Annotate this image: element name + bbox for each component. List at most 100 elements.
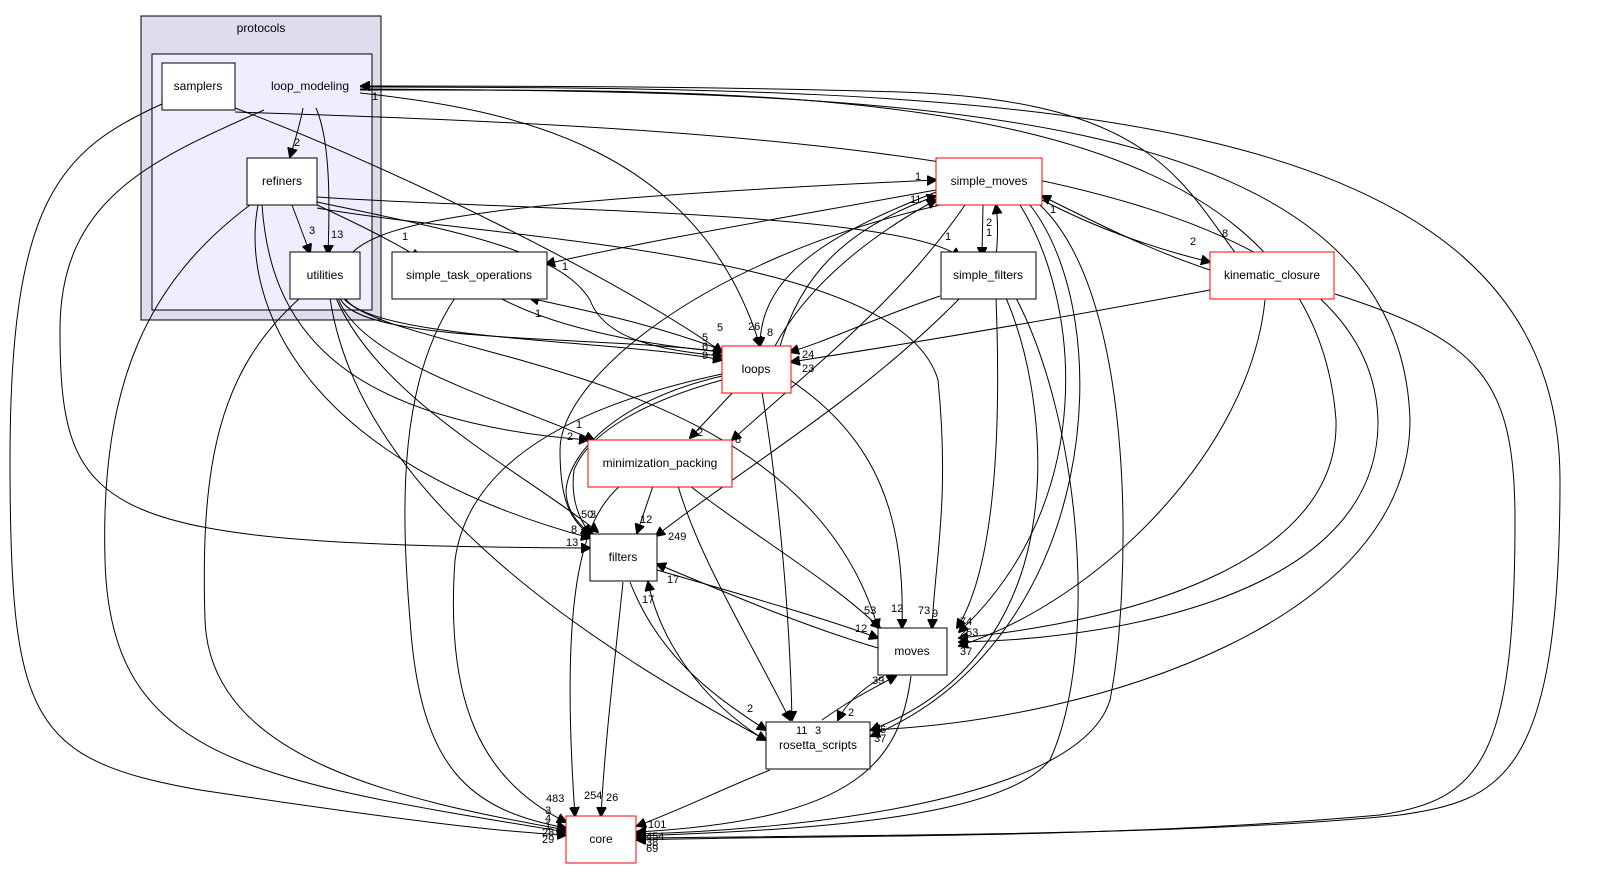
edge-label: 11 <box>796 725 807 737</box>
edge-label: 13 <box>566 537 578 549</box>
edge-label: 23 <box>802 363 814 375</box>
edge-rosetta-scripts-filters <box>648 582 769 743</box>
edge-label: 1 <box>1050 204 1056 216</box>
edge-label: 8 <box>735 434 741 446</box>
node-loop-modeling-label: loop_modeling <box>271 79 349 93</box>
edge-simple-filters-moves <box>957 297 999 628</box>
edge-sto-core <box>404 297 566 828</box>
edge-refiners-filters <box>254 204 590 538</box>
edge-simple-filters-core <box>637 297 1079 836</box>
edge-kinematic-closure-core <box>637 293 1516 840</box>
edge-label: 17 <box>667 574 679 586</box>
edge-simple-moves-kinematic-closure <box>1041 199 1210 262</box>
node-filters[interactable]: filters <box>589 533 658 582</box>
edge-label: 1 <box>562 261 568 273</box>
edge-label: 16 <box>874 724 886 736</box>
edge-label: 12 <box>640 514 652 526</box>
edge-label: 2 <box>294 137 300 149</box>
edge-minimization-packing-moves <box>689 485 880 628</box>
node-core[interactable]: core <box>565 815 637 864</box>
edge-label: 13 <box>331 229 343 241</box>
node-simple-task-operations-label: simple_task_operations <box>406 268 532 282</box>
node-minimization-packing[interactable]: minimization_packing <box>587 439 733 488</box>
edge-label: 12 <box>891 603 903 615</box>
edge-loop-modeling-utilities <box>315 107 329 254</box>
edge-label: 1 <box>545 820 551 832</box>
edge-label: 254 <box>584 790 602 802</box>
edge-refiners-simple-filters <box>316 196 960 257</box>
edge-moves-core <box>637 675 912 832</box>
edge-label: 11 <box>910 194 921 206</box>
edge-samplers-loops <box>234 107 722 352</box>
node-simple-filters[interactable]: simple_filters <box>940 251 1037 300</box>
edge-label: 8 <box>571 524 577 536</box>
edge-kinematic-closure-loop-modeling <box>361 86 1238 256</box>
node-simple-filters-label: simple_filters <box>953 268 1023 282</box>
node-rosetta-scripts[interactable]: rosetta_scripts <box>765 721 871 770</box>
edge-label: 249 <box>668 531 686 543</box>
edge-simple-moves-simple-filters <box>982 204 983 256</box>
node-simple-task-operations[interactable]: simple_task_operations <box>391 251 548 300</box>
node-kinematic-closure[interactable]: kinematic_closure <box>1209 251 1335 300</box>
node-loops[interactable]: loops <box>721 345 792 394</box>
node-moves[interactable]: moves <box>877 627 948 676</box>
edge-label: 2 <box>1190 236 1196 248</box>
edge-simple-filters-filters <box>656 297 961 536</box>
edge-simple-filters-rosetta-scripts <box>871 297 1039 730</box>
node-minimization-packing-label: minimization_packing <box>603 456 718 470</box>
edge-minimization-packing-filters <box>637 485 654 533</box>
edge-label: 253 <box>960 627 978 639</box>
edge-label: 1 <box>535 308 541 320</box>
edge-simple-filters-simple-moves <box>996 205 998 257</box>
edge-utilities-minimization-packing <box>337 297 594 440</box>
edge-label: 50 <box>581 509 593 521</box>
node-refiners[interactable]: refiners <box>246 157 318 206</box>
edge-label: 454 <box>646 831 664 843</box>
node-utilities[interactable]: utilities <box>289 251 361 300</box>
edge-label: 1 <box>372 91 378 103</box>
edge-refiners-moves <box>316 207 944 628</box>
edge-minimization-packing-core <box>570 485 621 816</box>
edge-moves-filters <box>657 564 879 649</box>
edge-label: 5 <box>702 332 708 344</box>
edge-loops-minimization-packing <box>690 389 736 438</box>
edge-rosetta-scripts-core <box>637 769 771 826</box>
edge-label: 24 <box>802 349 814 361</box>
node-loops-label: loops <box>742 362 771 376</box>
node-utilities-label: utilities <box>307 268 344 282</box>
edge-loop-modeling-loops <box>359 92 760 346</box>
edge-label: 3 <box>590 509 596 521</box>
edge-label: 26 <box>606 792 618 804</box>
edge-label: 39 <box>872 675 884 687</box>
node-rosetta-scripts-label: rosetta_scripts <box>779 738 857 752</box>
edge-label: 2 <box>747 703 753 715</box>
edge-label: 6 <box>702 341 708 353</box>
node-loop-modeling[interactable]: loop_modeling <box>271 79 349 93</box>
edge-loops-simple-moves-b <box>779 196 936 347</box>
edge-label: 3 <box>309 225 315 237</box>
edge-loops-moves <box>789 379 902 628</box>
edge-label: 1 <box>986 227 992 239</box>
edge-label: 5 <box>717 322 723 334</box>
edge-label: 9 <box>932 608 938 620</box>
edge-label: 2 <box>848 707 854 719</box>
node-filters-label: filters <box>609 550 638 564</box>
edges <box>9 86 1561 840</box>
edge-label: 4 <box>960 637 966 649</box>
edge-loops-filters <box>572 379 723 534</box>
edge-minimization-packing-rosetta-scripts <box>677 485 790 720</box>
edge-label: 1 <box>945 231 951 243</box>
edge-samplers-core <box>9 103 566 835</box>
node-samplers[interactable]: samplers <box>161 62 236 111</box>
edge-loops-rosetta-scripts <box>761 391 792 720</box>
edge-kinematic-closure-loops <box>791 289 1211 362</box>
edge-rosetta-scripts-moves <box>821 676 896 721</box>
edge-samplers-moves <box>234 111 1379 642</box>
edge-filters-moves <box>656 569 878 638</box>
edge-utilities-filters <box>335 297 598 532</box>
edge-label: 483 <box>546 793 564 805</box>
edge-utilities-rosetta-scripts <box>329 297 766 740</box>
node-core-label: core <box>589 832 613 846</box>
edge-utilities-loops-b <box>344 297 722 360</box>
node-simple-moves[interactable]: simple_moves <box>935 157 1043 206</box>
